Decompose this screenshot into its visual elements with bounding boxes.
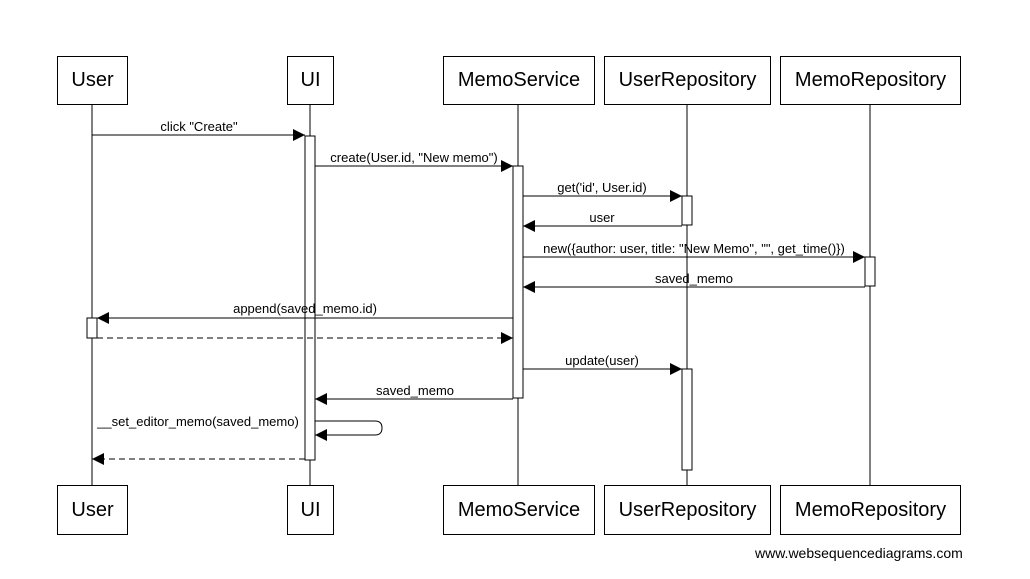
message-arrow-self-set-editor-memo [315,420,383,441]
activation-user-repository-update [681,368,693,471]
activation-user [86,317,98,339]
message-label-click-create: click "Create" [160,119,238,134]
participant-memo-repository-top: MemoRepository [780,56,961,105]
participant-user-bottom: User [57,485,128,535]
participant-user-repository-top: UserRepository [604,56,771,105]
message-label-new: new({author: user, title: "New Memo", ""… [543,241,845,256]
participant-memo-service-top: MemoService [443,56,595,105]
message-label-saved-memo-return: saved_memo [654,271,734,286]
message-label-create: create(User.id, "New memo") [330,150,498,165]
message-label-append: append(saved_memo.id) [233,301,377,316]
participant-ui-bottom: UI [287,485,334,535]
activation-ui [304,135,316,461]
participant-ui-top: UI [287,56,334,105]
participant-user-top: User [57,56,128,105]
activation-user-repository-get [681,195,693,226]
watermark: www.websequencediagrams.com [755,545,963,561]
message-label-update: update(user) [565,353,639,368]
activation-memo-service [512,165,524,399]
activation-memo-repository [864,256,876,287]
message-label-saved-memo-to-ui: saved_memo [375,383,455,398]
participant-user-repository-bottom: UserRepository [604,485,771,535]
message-label-get: get('id', User.id) [557,180,647,195]
participant-memo-repository-bottom: MemoRepository [780,485,961,535]
message-label-user-return: user [589,210,615,225]
message-label-set-editor-memo: __set_editor_memo(saved_memo) [97,414,299,429]
participant-memo-service-bottom: MemoService [443,485,595,535]
